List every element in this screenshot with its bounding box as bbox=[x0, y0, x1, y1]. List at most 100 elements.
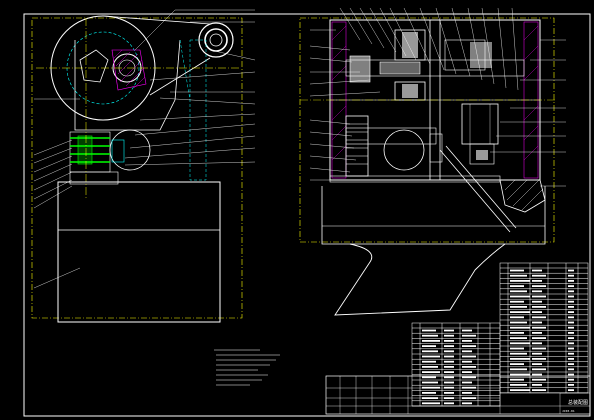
bom-cell-text bbox=[444, 360, 454, 363]
bom-cell-text bbox=[568, 306, 574, 308]
bom-cell-text bbox=[510, 306, 527, 308]
bom-cell-text bbox=[510, 285, 524, 287]
bom-cell-text bbox=[568, 358, 574, 360]
bom-cell-text bbox=[532, 280, 542, 282]
bom-cell-text bbox=[532, 321, 542, 324]
bom-cell-text bbox=[510, 352, 527, 355]
bom-cell-text bbox=[510, 378, 524, 381]
bom-cell-text bbox=[510, 311, 530, 313]
bom-cell-text bbox=[568, 368, 574, 371]
bom-cell-text bbox=[462, 402, 472, 405]
bom-cell-text bbox=[532, 274, 546, 277]
bom-cell-text bbox=[532, 337, 546, 339]
bom-cell-text bbox=[532, 378, 546, 381]
bom-cell-text bbox=[568, 316, 574, 319]
bom-cell-text bbox=[422, 350, 438, 353]
bom-cell-text bbox=[444, 381, 454, 384]
bom-cell-text bbox=[568, 337, 574, 339]
bom-cell-text bbox=[422, 381, 438, 384]
bom-cell-text bbox=[568, 384, 574, 386]
bom-cell-text bbox=[510, 274, 527, 277]
bom-cell-text bbox=[422, 334, 438, 337]
bom-cell-text bbox=[568, 326, 574, 329]
bom-cell-text bbox=[422, 329, 436, 332]
bom-cell-text bbox=[510, 358, 530, 360]
bom-cell-text bbox=[462, 355, 476, 358]
bom-cell-text bbox=[462, 360, 472, 363]
bom-cell-text bbox=[422, 402, 440, 405]
bom-cell-text bbox=[444, 350, 454, 353]
bom-cell-text bbox=[510, 280, 530, 282]
bom-cell-text bbox=[510, 384, 527, 386]
bom-cell-text bbox=[568, 332, 574, 334]
parts-list bbox=[411, 262, 589, 407]
bom-cell-text bbox=[568, 342, 574, 345]
bom-cell-text bbox=[510, 337, 527, 339]
bom-cell-text bbox=[532, 300, 542, 303]
bom-cell-text bbox=[462, 376, 476, 379]
bom-cell-text bbox=[568, 280, 574, 282]
bom-cell-text bbox=[510, 373, 530, 376]
right-section-view bbox=[299, 7, 566, 316]
bom-cell-text bbox=[444, 371, 454, 373]
bom-cell-text bbox=[568, 285, 574, 287]
bom-cell-text bbox=[568, 295, 574, 298]
bom-cell-text bbox=[444, 376, 454, 379]
bom-cell-text bbox=[532, 290, 542, 293]
bom-cell-text bbox=[532, 332, 542, 334]
bom-cell-text bbox=[532, 373, 542, 376]
bom-cell-text bbox=[510, 321, 527, 324]
bom-cell-text bbox=[532, 269, 542, 272]
sheet-border bbox=[23, 13, 591, 417]
bom-cell-text bbox=[510, 290, 527, 293]
bom-cell-text bbox=[532, 326, 546, 329]
bom-cell-text bbox=[510, 363, 524, 365]
bom-cell-text bbox=[422, 345, 436, 347]
bom-cell-text bbox=[532, 342, 542, 345]
bom-cell-text bbox=[568, 347, 574, 350]
bom-cell-text bbox=[422, 376, 436, 379]
bom-cell-text bbox=[568, 389, 574, 391]
bom-cell-text bbox=[462, 381, 472, 384]
title-block: 总装配图 JC03-01 bbox=[325, 375, 591, 415]
bom-cell-text bbox=[568, 363, 574, 365]
drawing-name: 总装配图 bbox=[568, 399, 588, 406]
bom-cell-text bbox=[532, 352, 542, 355]
bom-cell-text bbox=[532, 295, 546, 298]
bom-cell-text bbox=[510, 332, 524, 334]
bom-cell-text bbox=[462, 345, 476, 347]
bom-cell-text bbox=[568, 321, 574, 324]
bom-cell-text bbox=[444, 366, 454, 368]
bom-cell-text bbox=[532, 347, 546, 350]
bom-cell-text bbox=[422, 355, 440, 358]
bom-cell-text bbox=[568, 352, 574, 355]
bom-cell-text bbox=[462, 350, 472, 353]
bom-cell-text bbox=[444, 392, 454, 394]
bom-cell-text bbox=[444, 345, 454, 347]
bom-cell-text bbox=[462, 329, 472, 332]
bom-cell-text bbox=[444, 340, 454, 342]
bom-cell-text bbox=[510, 389, 530, 391]
bom-cell-text bbox=[462, 371, 472, 373]
bom-cell-text bbox=[510, 347, 524, 350]
bom-cell-text bbox=[444, 355, 454, 358]
bom-cell-text bbox=[422, 371, 440, 373]
bom-cell-text bbox=[568, 311, 574, 313]
bom-cell-text bbox=[532, 363, 542, 365]
bom-cell-text bbox=[532, 285, 546, 287]
bom-cell-text bbox=[462, 386, 476, 389]
bom-cell-text bbox=[510, 269, 524, 272]
bom-cell-text bbox=[422, 366, 438, 368]
bom-cell-text bbox=[510, 368, 527, 371]
bom-cell-text bbox=[422, 392, 436, 394]
technical-notes bbox=[214, 349, 280, 386]
bom-cell-text bbox=[422, 386, 440, 389]
bom-cell-text bbox=[444, 329, 454, 332]
bom-cell-text bbox=[568, 300, 574, 303]
bom-cell-text bbox=[568, 269, 574, 272]
bom-cell-text bbox=[510, 295, 530, 298]
bom-cell-text bbox=[532, 306, 546, 308]
bom-cell-text bbox=[422, 340, 440, 342]
bom-cell-text bbox=[444, 402, 454, 405]
